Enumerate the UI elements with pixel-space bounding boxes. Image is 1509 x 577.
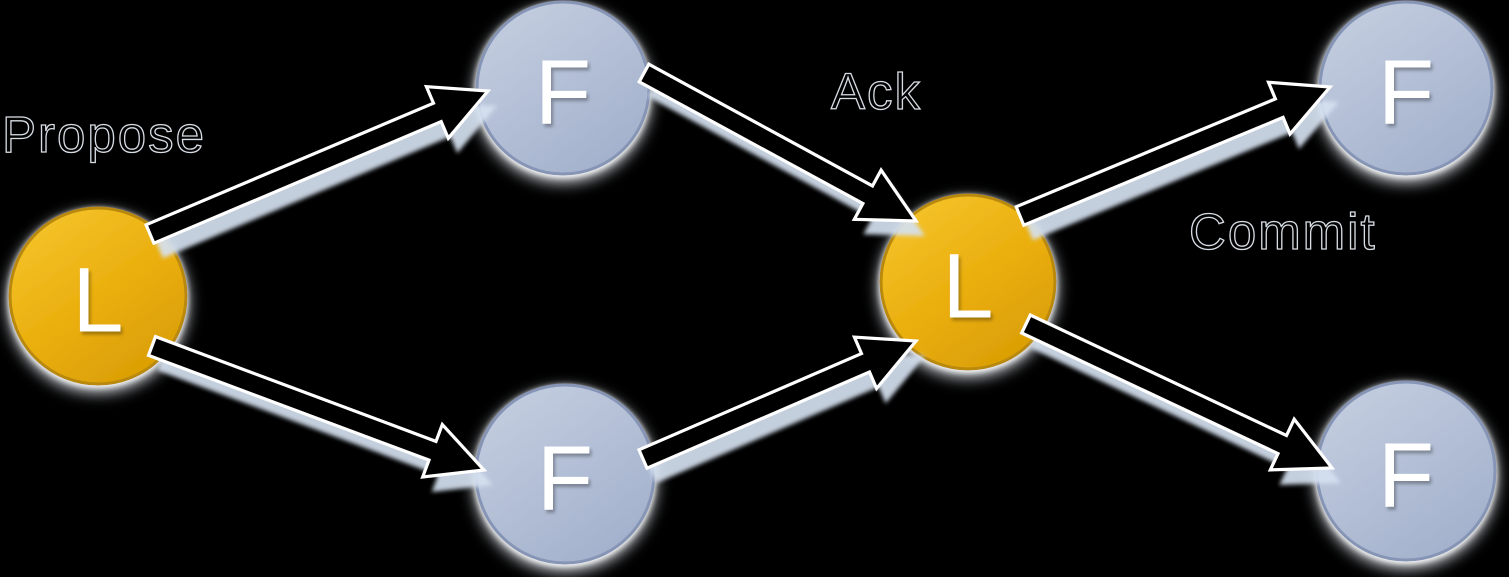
arrow-body (146, 334, 488, 479)
node-letter-leader-2: L (942, 236, 993, 338)
arrow-ack-follower-bottom-left-to-leader-2 (636, 335, 925, 484)
node-letter-follower-bottom-left: F (537, 428, 593, 530)
node-letter-follower-top-left: F (535, 42, 591, 144)
node-letter-leader-1: L (72, 250, 123, 352)
letters-layer: L F F L F F (72, 42, 1434, 530)
label-ack: Ack (830, 63, 923, 120)
arrow-propose-leader-1-to-follower-bottom-left (146, 334, 493, 492)
arrow-propose-leader-1-to-follower-top-left (144, 84, 497, 259)
arrow-shadow (1025, 97, 1339, 241)
arrow-body (144, 84, 492, 246)
node-leader-2 (879, 193, 1057, 371)
arrow-commit-leader-2-to-follower-bottom-right (1019, 312, 1341, 485)
arrow-body (1014, 80, 1334, 228)
node-leader-1 (8, 206, 188, 386)
nodes-layer (8, 0, 1497, 565)
arrow-ack-follower-top-left-to-leader-2 (637, 62, 925, 236)
arrow-body (636, 335, 920, 471)
arrow-shadow (648, 352, 925, 484)
node-letter-follower-bottom-right: F (1378, 425, 1434, 527)
edges-layer (144, 62, 1341, 492)
arrow-body (1019, 312, 1336, 472)
arrow-shadow (155, 101, 497, 259)
label-propose: Propose (1, 106, 206, 163)
node-letter-follower-top-right: F (1378, 42, 1434, 144)
label-commit: Commit (1188, 203, 1377, 260)
arrow-commit-leader-2-to-follower-top-right (1014, 80, 1339, 241)
arrow-body (637, 62, 920, 223)
